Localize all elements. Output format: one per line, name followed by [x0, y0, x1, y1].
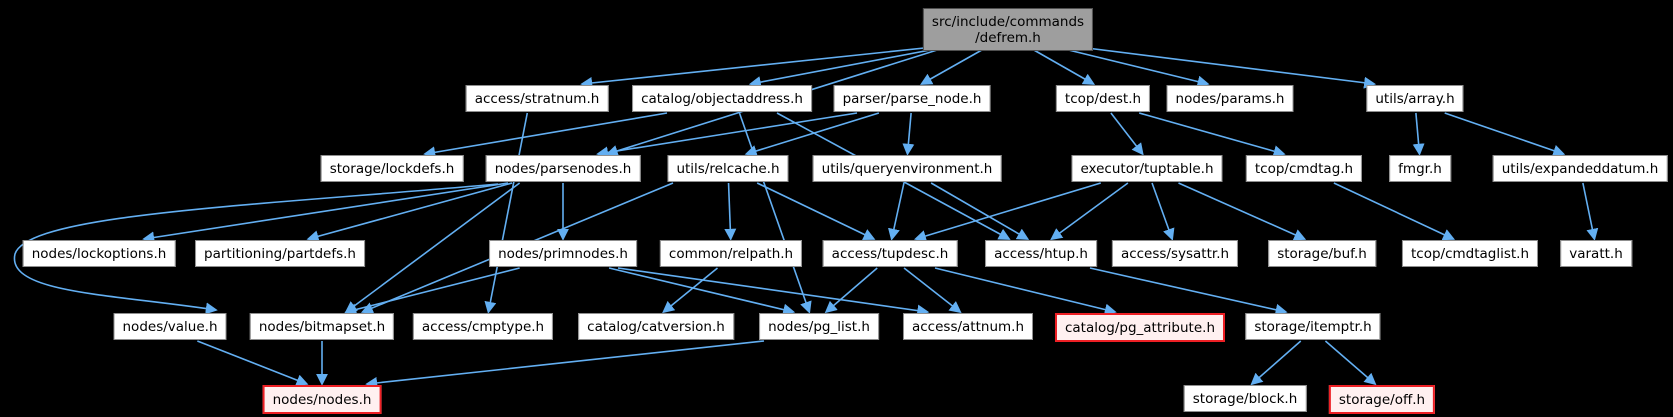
edge-pg_list-to-nodes — [365, 340, 765, 389]
edge-root-to-params — [1047, 44, 1210, 88]
node-block[interactable]: storage/block.h — [1183, 385, 1307, 412]
node-cmdtag[interactable]: tcop/cmdtag.h — [1245, 155, 1363, 182]
edge-parse_node-to-relcache — [744, 112, 880, 157]
node-relpath[interactable]: common/relpath.h — [659, 240, 803, 267]
node-root: src/include/commands /defrem.h — [922, 8, 1094, 51]
node-parsenodes[interactable]: nodes/parsenodes.h — [485, 155, 641, 182]
edge-root-to-parse_node — [920, 44, 992, 85]
node-varatt[interactable]: varatt.h — [1560, 240, 1632, 267]
node-value[interactable]: nodes/value.h — [113, 313, 227, 340]
node-pg_list[interactable]: nodes/pg_list.h — [759, 313, 879, 340]
node-cmdtaglist[interactable]: tcop/cmdtaglist.h — [1401, 240, 1539, 267]
node-queryenv[interactable]: utils/queryenvironment.h — [812, 155, 1002, 182]
edge-parsenodes-to-partdefs — [306, 182, 513, 243]
node-expandeddatum[interactable]: utils/expandeddatum.h — [1492, 155, 1668, 182]
node-lockoptions[interactable]: nodes/lockoptions.h — [22, 240, 176, 267]
edge-dest-to-cmdtag — [1138, 112, 1286, 157]
edge-tuptable-to-sysattr — [1151, 182, 1175, 241]
edge-root-to-array — [1062, 44, 1377, 89]
edge-tupdesc-to-pg_attribute — [934, 267, 1117, 316]
edge-array-to-expandeddatum — [1444, 112, 1566, 157]
edge-queryenv-to-htup — [930, 182, 1030, 240]
edge-dest-to-tuptable — [1110, 112, 1144, 156]
node-itemptr[interactable]: storage/itemptr.h — [1245, 313, 1381, 340]
node-parse_node[interactable]: parser/parse_node.h — [833, 85, 991, 112]
edge-relpath-to-catversion — [662, 267, 719, 314]
edge-cmdtag-to-cmdtaglist — [1333, 182, 1456, 241]
edge-array-to-fmgr — [1412, 112, 1425, 156]
node-tuptable[interactable]: executor/tuptable.h — [1071, 155, 1223, 182]
edge-root-to-stratnum — [580, 44, 954, 89]
node-partdefs[interactable]: partitioning/partdefs.h — [195, 240, 365, 267]
edge-queryenv-to-tupdesc — [888, 182, 905, 241]
edge-primnodes-to-pg_list — [608, 267, 796, 316]
edge-htup-to-itemptr — [1089, 267, 1288, 316]
node-fmgr[interactable]: fmgr.h — [1389, 155, 1451, 182]
node-bitmapset[interactable]: nodes/bitmapset.h — [249, 313, 395, 340]
node-nodes[interactable]: nodes/nodes.h — [262, 385, 382, 414]
node-cmptype[interactable]: access/cmptype.h — [412, 313, 554, 340]
edge-expandeddatum-to-varatt — [1582, 182, 1599, 241]
edge-itemptr-to-block — [1250, 340, 1302, 386]
edge-itemptr-to-off — [1324, 340, 1377, 386]
node-objectaddress[interactable]: catalog/objectaddress.h — [632, 85, 812, 112]
node-lockdefs[interactable]: storage/lockdefs.h — [320, 155, 464, 182]
node-params[interactable]: nodes/params.h — [1166, 85, 1294, 112]
node-attnum[interactable]: access/attnum.h — [902, 313, 1034, 340]
node-primnodes[interactable]: nodes/primnodes.h — [489, 240, 637, 267]
node-array[interactable]: utils/array.h — [1366, 85, 1464, 112]
edge-tupdesc-to-pg_list — [824, 267, 878, 314]
node-tupdesc[interactable]: access/tupdesc.h — [822, 240, 958, 267]
node-stratnum[interactable]: access/stratnum.h — [465, 85, 609, 112]
node-htup[interactable]: access/htup.h — [985, 240, 1097, 267]
edge-parsenodes-to-lockoptions — [142, 182, 509, 244]
node-relcache[interactable]: utils/relcache.h — [667, 155, 789, 182]
edge-tuptable-to-tupdesc — [913, 182, 1101, 242]
edge-relcache-to-relpath — [724, 182, 737, 241]
edge-parse_node-to-queryenv — [902, 112, 915, 156]
node-sysattr[interactable]: access/sysattr.h — [1111, 240, 1239, 267]
edge-value-to-nodes — [197, 340, 309, 386]
edge-tuptable-to-buf — [1178, 182, 1307, 241]
node-off[interactable]: storage/off.h — [1328, 385, 1436, 414]
edge-objectaddress-to-pg_list — [738, 112, 812, 314]
edge-primnodes-to-bitmapset — [344, 267, 520, 316]
edge-primnodes-to-attnum — [617, 267, 930, 317]
node-buf[interactable]: storage/buf.h — [1268, 240, 1376, 267]
node-pg_attribute[interactable]: catalog/pg_attribute.h — [1054, 313, 1226, 342]
edge-root-to-dest — [1024, 44, 1096, 85]
edge-parsenodes-to-bitmapset — [344, 182, 521, 314]
edge-relcache-to-tupdesc — [756, 182, 876, 240]
node-dest[interactable]: tcop/dest.h — [1055, 85, 1151, 112]
edge-parse_node-to-parsenodes — [596, 112, 858, 159]
edge-tuptable-to-htup — [1050, 182, 1129, 241]
edge-tupdesc-to-attnum — [903, 267, 962, 314]
edge-root-to-objectaddress — [748, 44, 957, 88]
edge-objectaddress-to-lockdefs — [423, 112, 668, 159]
node-catversion[interactable]: catalog/catversion.h — [578, 313, 734, 340]
edge-stratnum-to-cmptype — [484, 112, 529, 314]
